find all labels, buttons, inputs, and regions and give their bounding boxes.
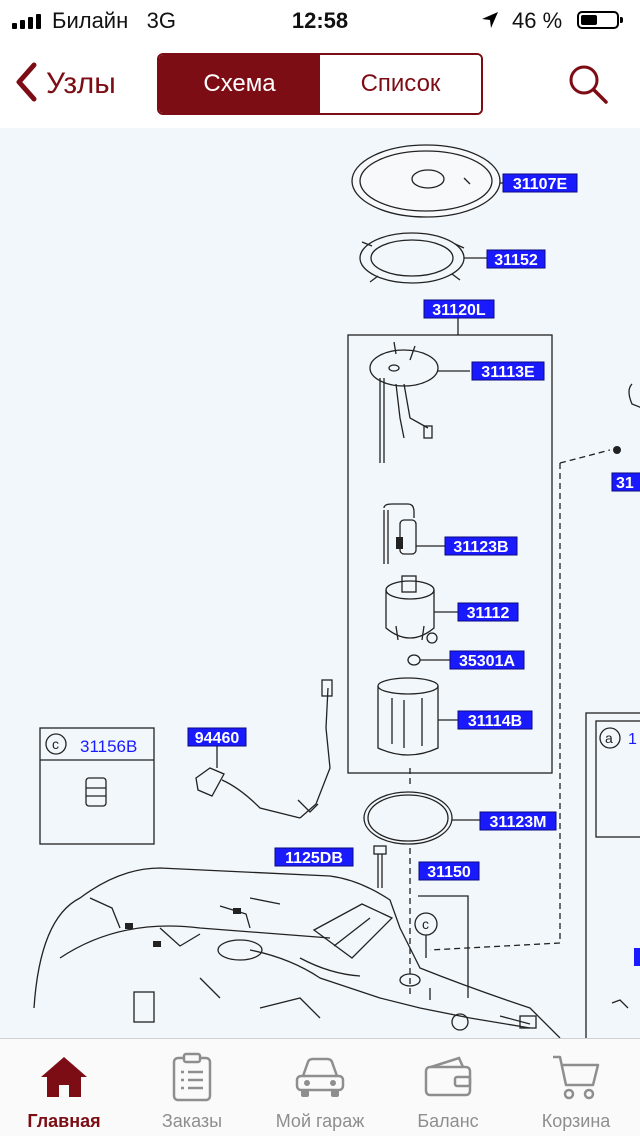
part-label-partial-right[interactable]: 31 — [611, 472, 640, 492]
callout-c-box: c — [52, 736, 59, 752]
bracket-31150 — [414, 895, 469, 998]
tab-garage-label: Мой гараж — [275, 1111, 365, 1131]
pump-housing-drawing — [385, 575, 458, 644]
part-number-31156b[interactable]: 31156B — [80, 737, 137, 756]
bolt-drawing — [373, 845, 387, 888]
car-icon — [293, 1051, 347, 1103]
part-label-31114b[interactable]: 31114B — [457, 710, 533, 730]
tab-bar: Главная Заказы Мой гараж Баланс Корзина — [0, 1038, 640, 1136]
part-label-31123b[interactable]: 31123B — [444, 536, 518, 556]
search-button[interactable] — [566, 62, 610, 106]
magnifier-icon — [566, 65, 610, 110]
status-bar: Билайн 3G 12:58 46 % — [0, 0, 640, 40]
part-label-31150[interactable]: 31150 — [418, 861, 480, 881]
orders-list-icon — [165, 1051, 219, 1103]
battery-fill — [581, 15, 597, 25]
lock-ring-drawing — [359, 232, 487, 284]
part-number-94460: 94460 — [195, 730, 240, 747]
carrier-info: Билайн 3G — [52, 8, 176, 34]
parts-diagram-drawing: 31107E 31152 31120L 31113E 31123B 31112 — [33, 144, 640, 1038]
network-type: 3G — [146, 8, 176, 33]
part-number-31113e: 31113E — [481, 364, 535, 381]
pump-motor-drawing — [383, 503, 445, 564]
part-number-1125db: 1125DB — [285, 850, 343, 867]
tab-list[interactable]: Список — [320, 55, 481, 113]
regulator-drawing — [407, 654, 450, 666]
chevron-left-icon — [14, 62, 38, 107]
tab-home-label: Главная — [27, 1111, 101, 1131]
part-label-35301a[interactable]: 35301A — [449, 650, 525, 670]
part-label-31152[interactable]: 31152 — [486, 249, 546, 269]
part-31156b-box — [39, 727, 155, 845]
tab-cart[interactable]: Корзина — [512, 1039, 640, 1136]
callout-c-bracket: c — [422, 916, 429, 932]
carrier-name: Билайн — [52, 8, 129, 33]
navigation-bar: Узлы Схема Список — [0, 40, 640, 128]
part-label-31113e[interactable]: 31113E — [471, 361, 545, 381]
part-number-31107e: 31107E — [513, 176, 568, 193]
tab-balance-label: Баланс — [417, 1111, 479, 1131]
part-label-31123m[interactable]: 31123M — [479, 811, 557, 831]
location-arrow-icon — [480, 10, 500, 36]
part-number-35301a: 35301A — [459, 653, 515, 670]
tab-orders[interactable]: Заказы — [128, 1039, 256, 1136]
back-label: Узлы — [46, 67, 116, 100]
view-mode-segmented-control: Схема Список — [157, 53, 483, 115]
back-button[interactable]: Узлы — [14, 62, 116, 106]
part-number-31120l: 31120L — [432, 302, 486, 319]
cart-icon — [549, 1051, 603, 1103]
battery-icon — [577, 11, 623, 29]
signal-strength-icon — [12, 11, 41, 29]
fuel-sender-drawing — [195, 679, 333, 819]
callout-a: a — [605, 730, 613, 746]
part-number-31150: 31150 — [427, 864, 471, 881]
part-number-31112: 31112 — [467, 605, 510, 622]
home-icon — [37, 1051, 91, 1103]
part-number-partial-a: 1 — [628, 731, 637, 748]
part-label-31107e[interactable]: 31107E — [502, 173, 578, 193]
part-label-31120l[interactable]: 31120L — [423, 299, 495, 319]
tab-schema[interactable]: Схема — [159, 55, 320, 113]
part-number-31123b: 31123B — [453, 539, 508, 556]
cover-plate-drawing — [351, 144, 503, 218]
pump-flange-drawing — [369, 341, 470, 463]
tab-garage[interactable]: Мой гараж — [256, 1039, 384, 1136]
clock: 12:58 — [291, 8, 349, 33]
tab-home[interactable]: Главная — [0, 1039, 128, 1136]
part-label-31112[interactable]: 31112 — [457, 602, 519, 622]
battery-percent: 46 % — [512, 8, 563, 33]
tab-orders-label: Заказы — [161, 1111, 223, 1131]
part-label-1125db[interactable]: 1125DB — [274, 847, 354, 867]
part-label-94460[interactable]: 94460 — [187, 727, 247, 747]
part-number-31114b: 31114B — [468, 713, 522, 730]
tab-balance[interactable]: Баланс — [384, 1039, 512, 1136]
part-label-partial-edge — [634, 948, 640, 966]
wallet-icon — [421, 1051, 475, 1103]
part-number-31152: 31152 — [494, 252, 538, 269]
part-number-31123m: 31123M — [490, 814, 547, 831]
reservoir-cup-drawing — [377, 677, 458, 756]
tab-cart-label: Корзина — [541, 1111, 611, 1131]
parts-diagram[interactable]: 31107E 31152 31120L 31113E 31123B 31112 — [0, 128, 640, 1038]
fuel-tank-drawing — [33, 867, 561, 1038]
part-number-partial-right: 31 — [616, 475, 634, 492]
o-ring-drawing — [363, 791, 480, 845]
